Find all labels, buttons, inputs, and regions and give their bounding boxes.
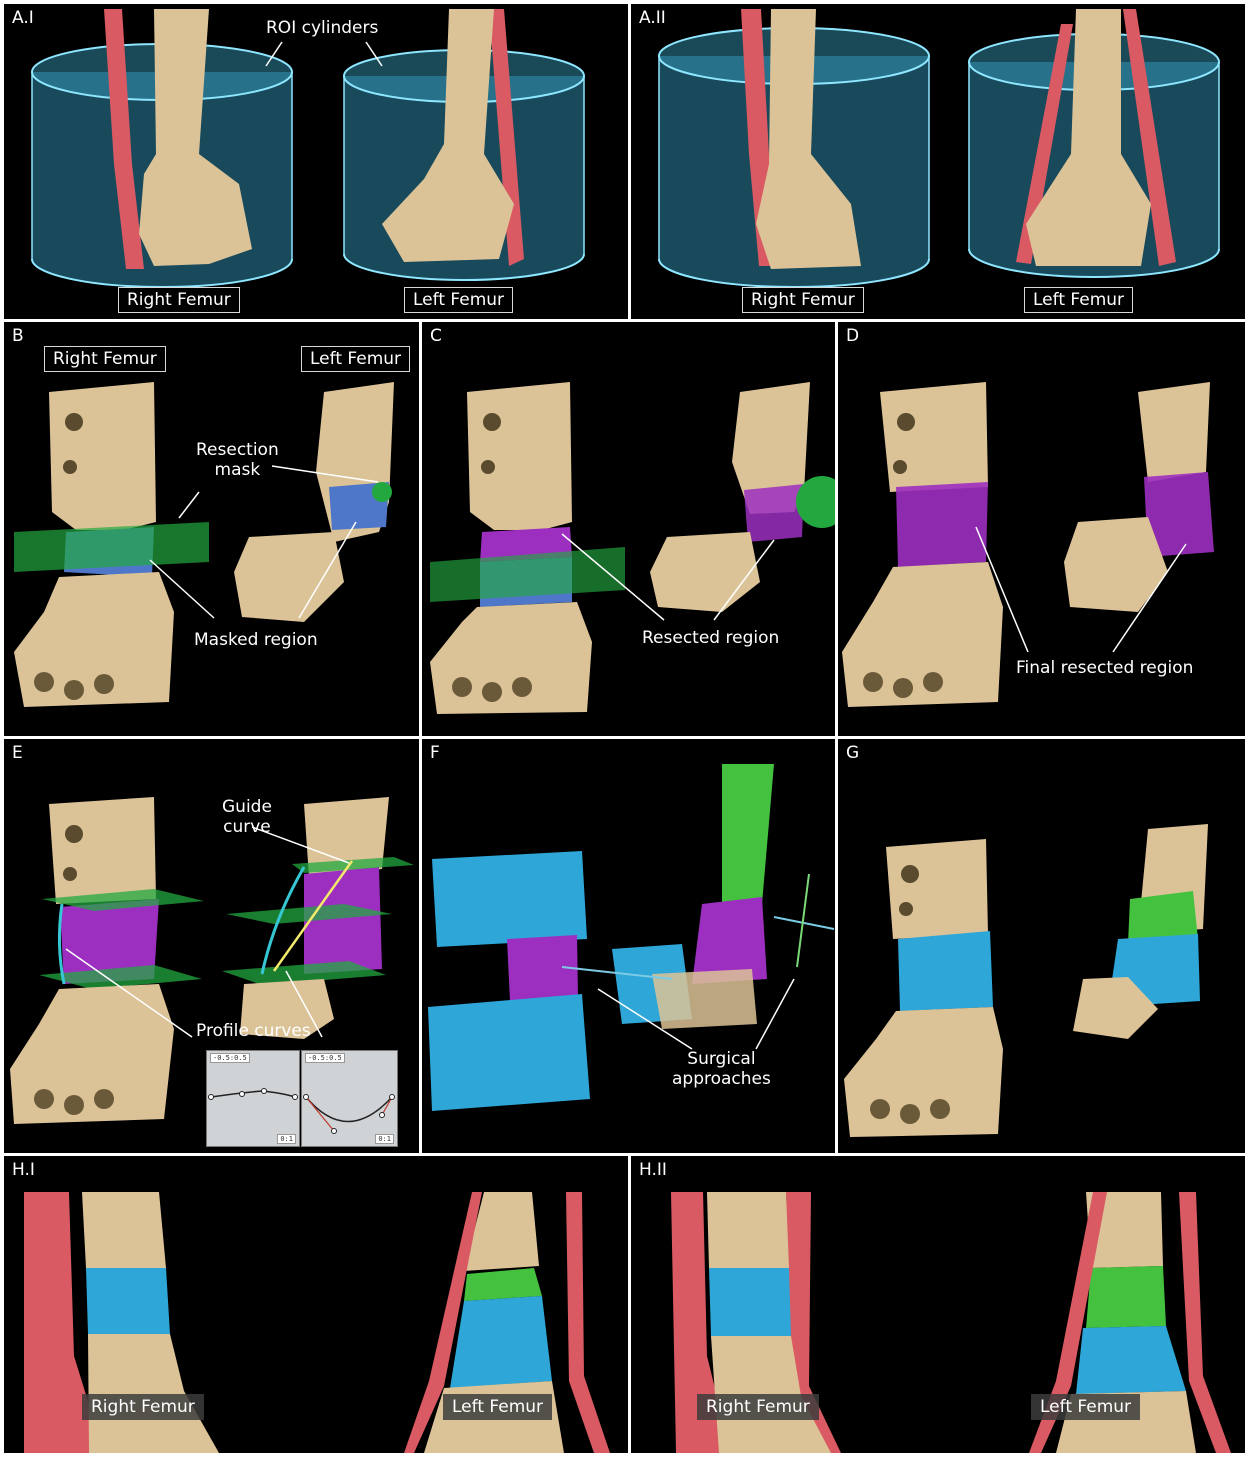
annotation-surgical-approaches-text: Surgical approaches bbox=[672, 1049, 771, 1089]
annotation-resection-mask-text: Resection mask bbox=[196, 440, 279, 480]
label-right-femur: Right Femur bbox=[82, 1394, 204, 1420]
panel-label: A.I bbox=[12, 8, 34, 28]
blue-segment-right bbox=[86, 1268, 170, 1334]
panel-c-illustration bbox=[422, 322, 835, 736]
profile-curve-editor-1: -0.5:0.5 0:1 bbox=[206, 1050, 300, 1147]
panel-f-illustration bbox=[422, 739, 835, 1153]
panel-a2: A.II Right Femur Left Femur bbox=[631, 4, 1245, 319]
resected-region-left bbox=[744, 484, 804, 542]
panel-label: A.II bbox=[639, 8, 666, 28]
resection-mask-left bbox=[372, 482, 392, 502]
bone-right-upper bbox=[886, 839, 988, 939]
panel-h2: H.II Right Femur Left Femur bbox=[631, 1156, 1245, 1453]
bone-right-upper bbox=[82, 1192, 166, 1268]
bone-left-upper bbox=[1138, 382, 1210, 482]
label-left-femur: Left Femur bbox=[1031, 1394, 1140, 1420]
annotation-resected-region: Resected region bbox=[642, 628, 779, 648]
blue-segment-left bbox=[450, 1296, 552, 1388]
panel-c: C Resected region bbox=[422, 322, 835, 736]
label-right-femur: Right Femur bbox=[118, 287, 240, 313]
label-right-femur: Right Femur bbox=[742, 287, 864, 313]
label-left-femur: Left Femur bbox=[404, 287, 513, 313]
panel-e: E Guide curve Profile curves -0.5:0.5 0:… bbox=[4, 739, 419, 1153]
panel-label: F bbox=[430, 743, 440, 763]
panel-b-illustration bbox=[4, 322, 419, 736]
blue-segment-right bbox=[709, 1268, 791, 1336]
bone-left-lower bbox=[234, 532, 344, 622]
surgical-approach-blue-lower bbox=[428, 994, 590, 1111]
surgical-approach-green bbox=[722, 764, 774, 909]
panel-a1: A.I ROI cylinders Right Femur Left Femur bbox=[4, 4, 628, 319]
label-left-femur: Left Femur bbox=[1024, 287, 1133, 313]
annotation-profile-curves: Profile curves bbox=[196, 1021, 311, 1041]
label-left-femur: Left Femur bbox=[301, 346, 410, 372]
green-segment-left bbox=[1086, 1266, 1166, 1328]
annotation-resection-mask: Resection mask bbox=[196, 440, 279, 480]
panel-label: H.II bbox=[639, 1160, 667, 1180]
final-resected-region-right bbox=[896, 482, 988, 567]
panel-a2-illustration bbox=[631, 4, 1245, 319]
label-right-femur: Right Femur bbox=[44, 346, 166, 372]
blue-segment-left bbox=[1076, 1326, 1186, 1394]
annotation-masked-region: Masked region bbox=[194, 630, 318, 650]
bone-right-lower bbox=[430, 602, 592, 714]
panel-label: E bbox=[12, 743, 23, 763]
bone-right-upper bbox=[467, 382, 572, 530]
resected-region-left bbox=[304, 867, 382, 974]
bone-left-lower bbox=[650, 532, 760, 612]
bone-right-lower bbox=[10, 984, 174, 1124]
bone-right-lower bbox=[844, 1007, 1003, 1137]
green-segment-left bbox=[464, 1268, 542, 1301]
panel-b: B Right Femur Left Femur Resection mask … bbox=[4, 322, 419, 736]
bone-right-upper bbox=[49, 382, 156, 530]
label-right-femur: Right Femur bbox=[697, 1394, 819, 1420]
panel-label: B bbox=[12, 326, 24, 346]
inset-domain-label: 0:1 bbox=[277, 1134, 296, 1144]
panel-h1: H.I Right Femur Left Femur bbox=[4, 1156, 628, 1453]
inset-range-label: -0.5:0.5 bbox=[210, 1053, 250, 1063]
bone-right-upper bbox=[880, 382, 988, 492]
annotation-roi-cylinders: ROI cylinders bbox=[266, 18, 378, 38]
panel-label: C bbox=[430, 326, 442, 346]
resection-mask-right bbox=[14, 522, 209, 572]
inset-range-label: -0.5:0.5 bbox=[305, 1053, 345, 1063]
panel-label: D bbox=[846, 326, 859, 346]
annotation-guide-curve: Guide curve bbox=[222, 797, 272, 837]
approach-arrow-green bbox=[797, 874, 809, 967]
annotation-guide-curve-text: Guide curve bbox=[222, 797, 272, 837]
panel-a1-illustration bbox=[4, 4, 628, 319]
panel-g: G bbox=[838, 739, 1245, 1153]
resection-mask-right bbox=[430, 547, 625, 602]
inset-domain-label: 0:1 bbox=[375, 1134, 394, 1144]
annotation-final-resected-region: Final resected region bbox=[1016, 658, 1193, 678]
profile-curve-plot-2 bbox=[302, 1051, 397, 1146]
bone-left-lower bbox=[1064, 517, 1168, 612]
panel-label: G bbox=[846, 743, 859, 763]
bone-right-upper bbox=[49, 797, 156, 904]
surgical-approach-blue-upper bbox=[432, 851, 587, 947]
blue-segment-right bbox=[898, 931, 993, 1011]
profile-curve-editor-2: -0.5:0.5 0:1 bbox=[301, 1050, 398, 1147]
vessel-left-b bbox=[566, 1192, 610, 1453]
panel-f: F Surgical approaches bbox=[422, 739, 835, 1153]
label-left-femur: Left Femur bbox=[443, 1394, 552, 1420]
annotation-surgical-approaches: Surgical approaches bbox=[672, 1049, 771, 1089]
bone-right-upper bbox=[707, 1192, 789, 1268]
profile-curve-plot-1 bbox=[207, 1051, 299, 1146]
panel-d: D Final resected region bbox=[838, 322, 1245, 736]
panel-g-illustration bbox=[838, 739, 1245, 1153]
panel-label: H.I bbox=[12, 1160, 35, 1180]
